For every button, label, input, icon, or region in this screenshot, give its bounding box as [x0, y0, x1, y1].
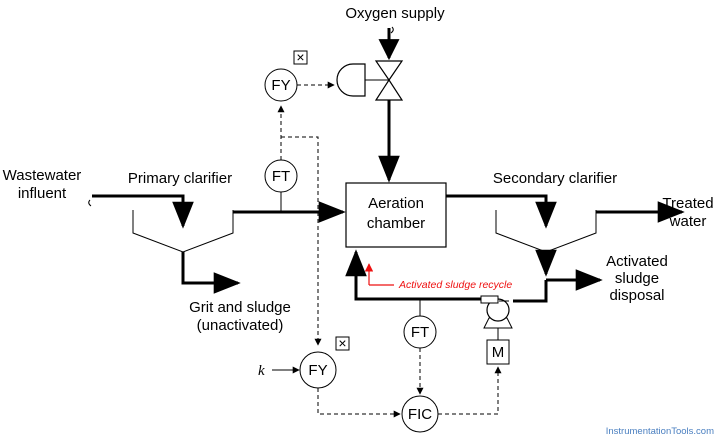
- valve-actuator: [336, 63, 366, 97]
- aeration-label-2: chamber: [367, 215, 425, 232]
- wastewater-label-1: Wastewater: [3, 167, 82, 184]
- aeration-chamber[interactable]: [345, 182, 447, 248]
- primary-clarifier-label: Primary clarifier: [128, 170, 232, 187]
- grit-label-1: Grit and sludge: [189, 299, 291, 316]
- aeration-label-1: Aeration: [368, 195, 424, 212]
- watermark-text: InstrumentationTools.com: [606, 426, 714, 437]
- grit-outlet-line: [181, 252, 241, 294]
- influent-line: [92, 194, 194, 229]
- multiply-top-icon: ×: [296, 49, 304, 65]
- k-label: k: [258, 363, 265, 379]
- aeration-to-secondary-line: [446, 194, 557, 229]
- recycle-pump[interactable]: [480, 295, 513, 329]
- multiply-bottom-box: [335, 336, 350, 351]
- treated-label-2: water: [669, 213, 707, 230]
- activated-label-2: sludge: [615, 270, 659, 287]
- influent-pipe-break: [88, 199, 92, 207]
- grit-label-2: (unactivated): [197, 317, 284, 334]
- fic-to-motor-signal: [438, 366, 502, 415]
- treated-label-1: Treated: [662, 195, 713, 212]
- ft-top-label: FT: [272, 168, 290, 185]
- fy-bottom-to-fic-signal: [317, 388, 401, 418]
- activated-label-3: disposal: [609, 287, 664, 304]
- ft-to-fy-bottom-signal: [281, 136, 322, 346]
- recycle-label: Activated sludge recycle: [398, 279, 512, 291]
- oxygen-control-valve[interactable]: [365, 60, 404, 101]
- fy-top-label: FY: [271, 77, 290, 94]
- multiply-bottom-icon: ×: [338, 335, 346, 351]
- wastewater-label-2: influent: [18, 185, 67, 202]
- sludge-to-pump-line: [513, 280, 548, 303]
- motor-box[interactable]: [486, 339, 510, 365]
- sludge-recycle-line: [345, 249, 481, 301]
- motor-label: M: [492, 344, 505, 361]
- ft-bottom-label: FT: [411, 324, 429, 341]
- secondary-clarifier-label: Secondary clarifier: [493, 170, 617, 187]
- fy-bottom-label: FY: [308, 362, 327, 379]
- oxygen-supply-label: Oxygen supply: [345, 5, 445, 22]
- multiply-top-box: [293, 50, 308, 65]
- activated-label-1: Activated: [606, 253, 668, 270]
- fic-label: FIC: [408, 406, 432, 423]
- oxygen-pipe-break: [390, 26, 394, 34]
